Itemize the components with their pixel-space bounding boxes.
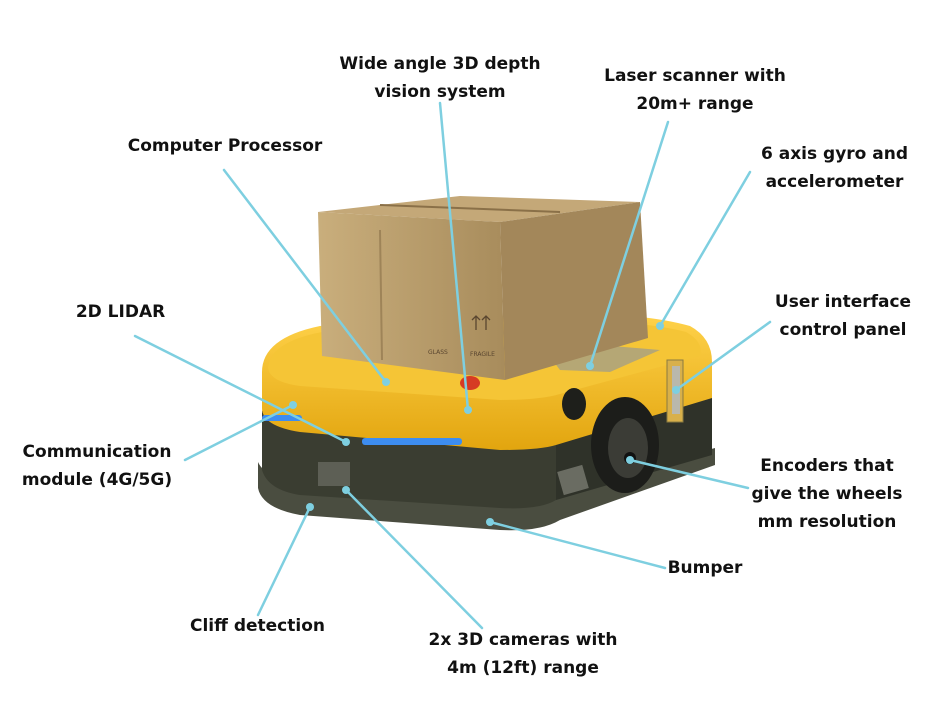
label-bumper: Bumper — [667, 558, 743, 578]
leader-lines — [133, 101, 772, 630]
leader-lidar — [133, 334, 348, 444]
box-marking-fragile: FRAGILE — [470, 351, 495, 358]
label-lidar: 2D LIDAR — [75, 302, 166, 322]
leader-comm-module — [183, 403, 295, 462]
camera-window-right — [557, 464, 589, 496]
box-front — [318, 212, 505, 380]
leader-laser-scanner — [588, 120, 670, 368]
box-marking-glass: GLASS — [428, 349, 448, 356]
leader-cliff — [256, 505, 312, 617]
leader-encoders — [628, 458, 750, 490]
emergency-button — [460, 376, 480, 390]
leader-bumper — [488, 520, 667, 570]
leader-ui-panel — [674, 320, 772, 392]
box-side — [500, 202, 648, 380]
leader-cameras — [344, 488, 484, 630]
label-computer-processor: Computer Processor — [127, 136, 323, 156]
leader-gyro — [658, 170, 752, 328]
leader-depth-vision — [438, 101, 470, 412]
leader-dots — [289, 322, 680, 526]
side-sensor — [562, 388, 586, 420]
label-cliff: Cliff detection — [190, 616, 325, 636]
led-strip-center — [362, 438, 462, 445]
bumper-base — [258, 448, 715, 531]
camera-window — [318, 462, 350, 486]
leader-computer-processor — [222, 168, 388, 384]
